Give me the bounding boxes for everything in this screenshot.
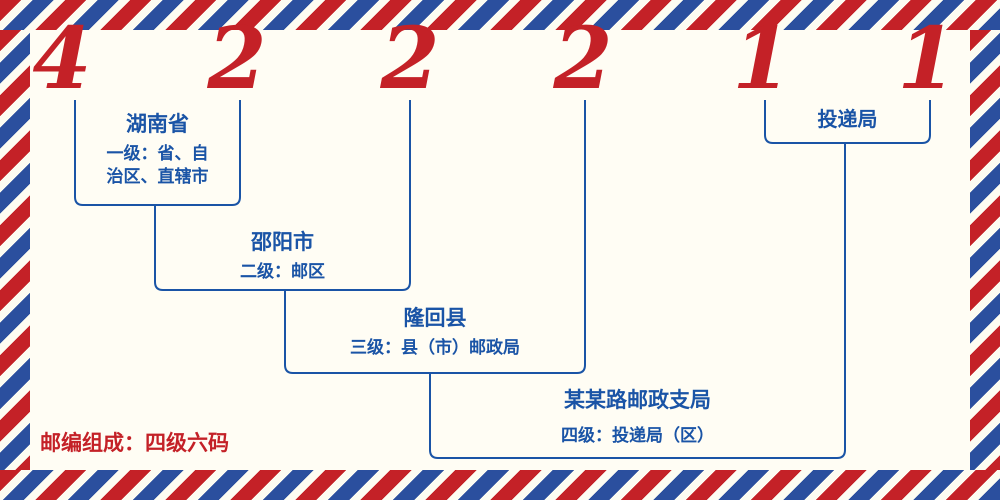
level4-region-name: 某某路邮政支局 <box>564 389 711 412</box>
level2-region-name: 邵阳市 <box>251 231 314 254</box>
airmail-border-bottom <box>0 470 1000 500</box>
level3-description: 三级：县（市）邮政局 <box>350 338 520 357</box>
airmail-border-right <box>970 30 1000 470</box>
postal-digit-6: 1 <box>897 9 957 109</box>
postal-digit-4: 2 <box>553 9 613 109</box>
label-level4: 某某路邮政支局 四级：投递局（区） <box>430 388 845 447</box>
level1-region-name: 湖南省 <box>126 113 189 136</box>
level1-description-line2: 治区、直辖市 <box>106 167 209 186</box>
airmail-border-left <box>0 30 30 470</box>
postal-digit-1: 4 <box>32 9 92 109</box>
postal-digit-5: 1 <box>732 9 792 109</box>
label-delivery-office: 投递局 <box>765 108 930 133</box>
composition-note: 邮编组成：四级六码 <box>40 432 229 455</box>
label-level2: 邵阳市 二级：邮区 <box>155 230 410 283</box>
postal-digit-2: 2 <box>207 9 267 109</box>
level2-description: 二级：邮区 <box>240 262 325 281</box>
label-level3: 隆回县 三级：县（市）邮政局 <box>285 306 585 359</box>
label-level1: 湖南省 一级：省、自 治区、直辖市 <box>75 112 240 188</box>
level4-description: 四级：投递局（区） <box>561 426 714 445</box>
postal-digit-3: 2 <box>380 9 440 109</box>
airmail-border-top <box>0 0 1000 30</box>
delivery-office-name: 投递局 <box>817 109 878 131</box>
level1-description-line1: 一级：省、自 <box>106 144 209 163</box>
level3-region-name: 隆回县 <box>403 307 467 330</box>
